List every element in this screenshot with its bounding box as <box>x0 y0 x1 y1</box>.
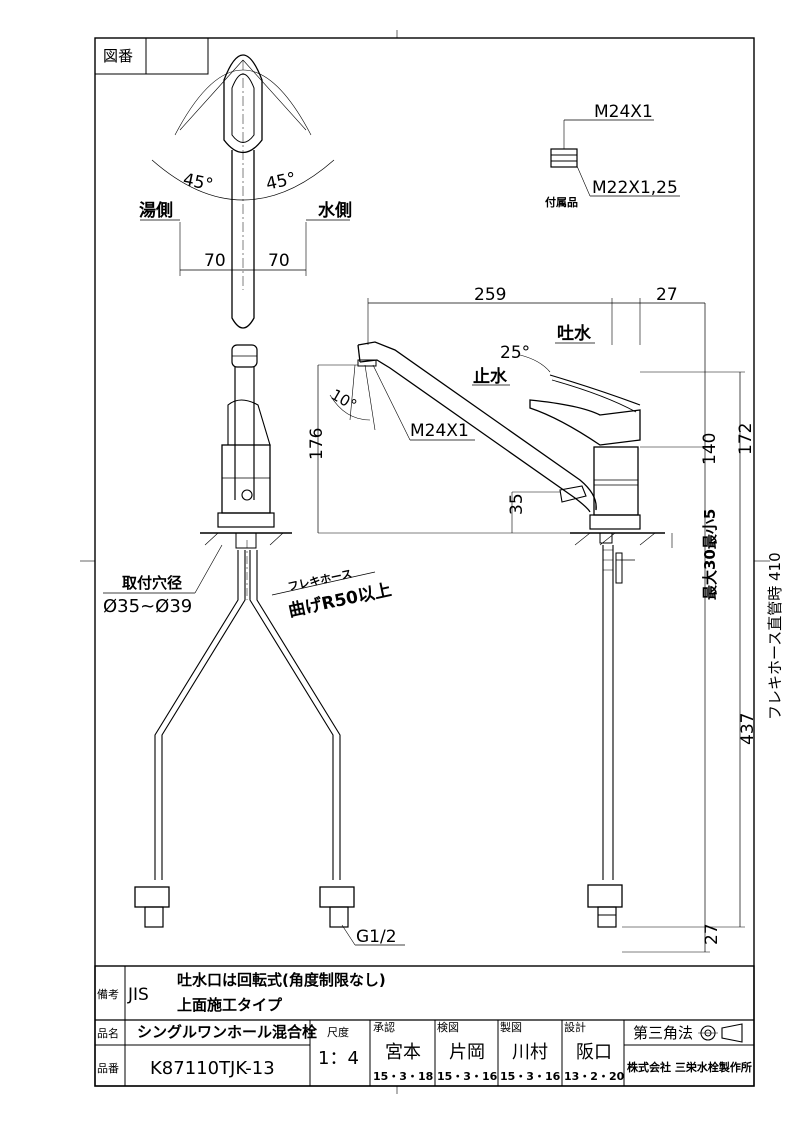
product-name-label: 品名 <box>97 1026 119 1040</box>
top-dim-right: 70 <box>268 251 290 271</box>
product-number-value: K87110TJK-13 <box>150 1058 275 1079</box>
draw-name: 川村 <box>512 1042 548 1063</box>
design-name: 阪口 <box>576 1042 612 1063</box>
dim-35: 35 <box>507 493 527 515</box>
top-angle-left: 45° <box>181 170 215 196</box>
hole-label: 取付穴径 <box>122 574 182 592</box>
check-date: 15・3・16 <box>437 1070 498 1083</box>
dim-437: 437 <box>738 713 758 745</box>
accessory-thread-bottom: M22X1,25 <box>592 178 678 198</box>
water-stop-label: 止水 <box>473 366 508 387</box>
side-view <box>317 298 745 953</box>
approve-name: 宮本 <box>385 1042 421 1063</box>
front-view <box>103 344 405 946</box>
drawing-number-box: 図番 <box>94 37 209 75</box>
remarks-note-2: 上面施工タイプ <box>177 996 283 1014</box>
accessory-thread-top: M24X1 <box>594 102 653 122</box>
check-name: 片岡 <box>449 1042 485 1063</box>
top-angle-right: 45° <box>264 169 298 195</box>
remarks-note-1: 吐水口は回転式(角度制限なし) <box>177 971 386 989</box>
water-out-label: 吐水 <box>557 323 592 344</box>
top-dim-left: 70 <box>204 251 226 271</box>
hole-size: Ø35~Ø39 <box>103 596 192 617</box>
dim-172: 172 <box>736 423 756 455</box>
outlet-thread: M24X1 <box>410 421 469 441</box>
projection-label: 第三角法 <box>633 1024 693 1042</box>
dim-140: 140 <box>700 433 720 465</box>
scale-value: 1：4 <box>318 1048 359 1069</box>
draw-date: 15・3・16 <box>500 1070 561 1083</box>
dim-27-bottom: 27 <box>702 923 722 945</box>
accessory-adapter <box>550 119 680 197</box>
angle-25: 25° <box>500 343 530 363</box>
hose-straight-length: フレキホース直管時 410 <box>766 552 784 720</box>
title-block <box>94 965 755 1087</box>
company-name: 株式会社 三栄水栓製作所 <box>627 1060 752 1074</box>
product-name-value: シングルワンホール混合栓 <box>137 1023 317 1041</box>
product-number-label: 品番 <box>97 1062 119 1075</box>
draw-label: 製図 <box>500 1020 522 1034</box>
approve-label: 承認 <box>373 1020 395 1034</box>
angle-10: 10° <box>328 385 360 414</box>
cold-side-label: 水側 <box>318 200 352 221</box>
remarks-label: 備考 <box>97 988 119 1001</box>
hot-side-label: 湯側 <box>139 200 173 221</box>
remarks-standard: JIS <box>127 985 149 1005</box>
dim-27-top: 27 <box>656 285 678 305</box>
projection-symbol <box>698 1023 743 1043</box>
drawing-number-label: 図番 <box>103 47 133 65</box>
check-label: 検図 <box>437 1020 459 1034</box>
approve-date: 15・3・18 <box>373 1070 433 1083</box>
dim-176: 176 <box>307 428 327 460</box>
dim-259: 259 <box>474 285 506 305</box>
counter-thickness: 最大30最小5 <box>701 509 719 600</box>
accessory-label: 付属品 <box>545 195 578 209</box>
scale-label: 尺度 <box>327 1025 349 1039</box>
top-view <box>140 54 350 329</box>
design-label: 設計 <box>564 1020 586 1034</box>
connection-thread: G1/2 <box>356 927 397 947</box>
design-date: 13・2・20 <box>564 1070 625 1083</box>
